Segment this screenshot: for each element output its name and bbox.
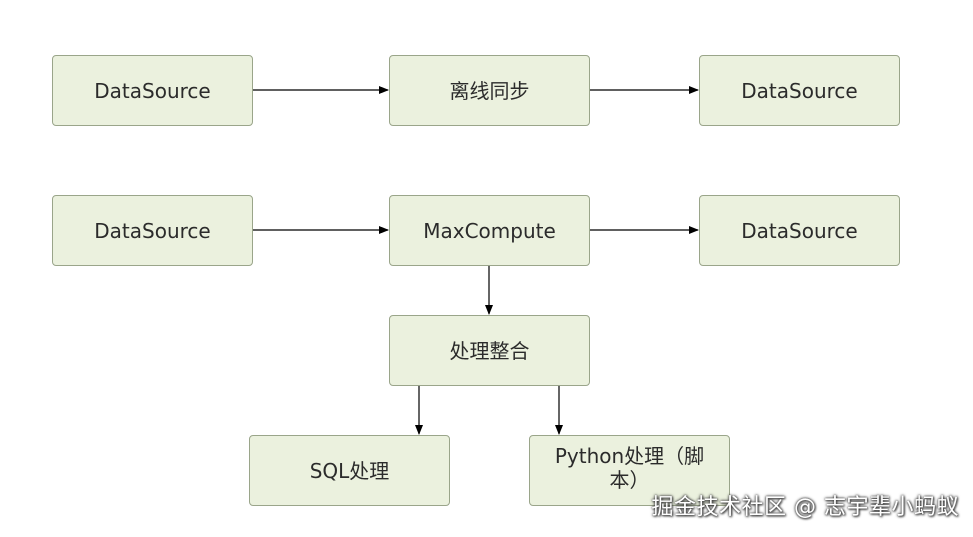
- node-label: Python处理（脚本）: [554, 444, 705, 492]
- node-label: DataSource: [94, 218, 211, 243]
- node-maxcompute: MaxCompute: [389, 195, 590, 266]
- node-label: DataSource: [741, 218, 858, 243]
- node-label: DataSource: [94, 78, 211, 103]
- node-mid-target-datasource: DataSource: [699, 195, 900, 266]
- node-mid-datasource: DataSource: [52, 195, 253, 266]
- node-python-processing: Python处理（脚本）: [529, 435, 730, 506]
- node-label: SQL处理: [309, 458, 390, 483]
- node-label: DataSource: [741, 78, 858, 103]
- node-top-datasource: DataSource: [52, 55, 253, 126]
- node-label: 离线同步: [449, 78, 530, 103]
- node-label: MaxCompute: [423, 218, 556, 243]
- node-top-target-datasource: DataSource: [699, 55, 900, 126]
- node-offline-sync: 离线同步: [389, 55, 590, 126]
- watermark: 掘金技术社区 @ 志宇辈小蚂蚁: [651, 495, 959, 520]
- node-sql-processing: SQL处理: [249, 435, 450, 506]
- node-label: 处理整合: [449, 338, 530, 363]
- node-process-merge: 处理整合: [389, 315, 590, 386]
